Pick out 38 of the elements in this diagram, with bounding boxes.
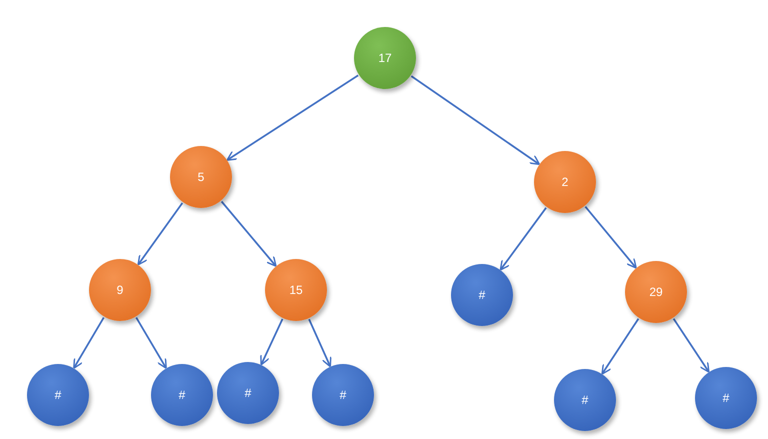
tree-node-circle xyxy=(625,261,687,323)
node-value: # xyxy=(54,388,62,402)
tree-node-circle xyxy=(27,364,89,426)
tree-node-circle xyxy=(312,364,374,426)
arrow xyxy=(410,75,540,166)
tree-node-circle xyxy=(534,151,596,213)
arrow xyxy=(220,200,277,267)
tree-node-circle xyxy=(151,364,213,426)
arrow xyxy=(584,206,637,269)
arrow xyxy=(226,74,359,161)
node-value: 15 xyxy=(289,283,303,297)
arrow xyxy=(137,202,184,266)
tree-node-circle xyxy=(354,27,416,89)
arrow xyxy=(73,317,104,369)
arrow xyxy=(500,207,547,271)
tree-node-circle xyxy=(451,264,513,326)
tree-node-circle xyxy=(265,259,327,321)
node-value: 29 xyxy=(649,285,663,299)
arrow xyxy=(672,318,710,373)
arrow xyxy=(601,318,640,375)
node-value: 5 xyxy=(198,170,204,184)
tree-node-circle xyxy=(170,146,232,208)
node-value: 9 xyxy=(116,283,124,297)
node-value: # xyxy=(340,388,346,402)
node-value: # xyxy=(178,388,186,402)
node-value: # xyxy=(722,391,730,405)
tree-node-circle xyxy=(89,259,151,321)
node-value: # xyxy=(244,386,252,400)
node-value: # xyxy=(582,393,588,407)
tree-node-circle xyxy=(217,362,279,424)
arrow xyxy=(308,318,332,368)
node-value: 2 xyxy=(562,175,568,189)
arrow xyxy=(260,318,284,366)
node-value: 17 xyxy=(378,51,392,65)
tree-node-circle xyxy=(554,369,616,431)
tree-node-circle xyxy=(695,367,757,429)
arrow xyxy=(136,317,167,369)
node-value: # xyxy=(478,288,486,302)
